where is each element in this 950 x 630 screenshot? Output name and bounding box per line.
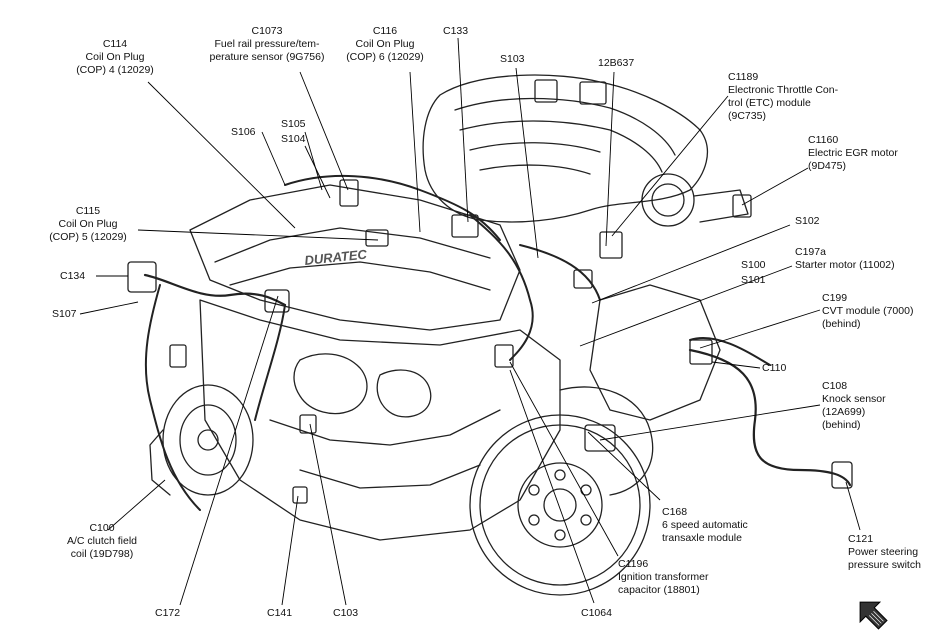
- label-c115: C115 Coil On Plug (COP) 5 (12029): [49, 205, 127, 243]
- leader-c1160: [741, 167, 809, 206]
- label-c121: C121 Power steering pressure switch: [848, 533, 921, 571]
- label-s103: S103: [500, 53, 525, 65]
- label-c1196: C1196 Ignition transformer capacitor (18…: [618, 558, 709, 596]
- label-c100: C100 A/C clutch field coil (19D798): [66, 522, 138, 560]
- leader-s106: [261, 131, 286, 186]
- label-c116: C116 Coil On Plug (COP) 6 (12029): [346, 25, 424, 63]
- leader-c1073: [299, 71, 349, 191]
- label-s100: S100: [741, 259, 766, 271]
- label-c134: C134: [60, 270, 86, 282]
- label-s101: S101: [741, 274, 766, 286]
- label-c1189: C1189 Electronic Throttle Con- trol (ETC…: [728, 71, 839, 122]
- leader-c103: [309, 423, 347, 606]
- leader-c172: [179, 295, 279, 606]
- label-c133: C133: [443, 25, 469, 37]
- leader-s105: [304, 131, 323, 191]
- leader-c1189: [611, 95, 729, 237]
- leader-c100: [107, 479, 166, 531]
- leader-c108: [599, 404, 821, 441]
- label-12b637: 12B637: [598, 57, 635, 69]
- label-c1073: C1073 Fuel rail pressure/tem- perature s…: [209, 25, 325, 63]
- leader-s104: [304, 145, 331, 199]
- label-c168: C168 6 speed automatic transaxle module: [662, 506, 748, 544]
- leader-c1064: [509, 369, 595, 604]
- label-c103: C103: [333, 607, 359, 619]
- label-c1064: C1064: [581, 607, 612, 619]
- label-c110: C110: [762, 362, 787, 374]
- label-c172: C172: [155, 607, 181, 619]
- leader-s107: [79, 301, 139, 315]
- svg-text:DURATEC: DURATEC: [304, 246, 368, 268]
- leader-s103: [515, 67, 539, 259]
- leader-c114: [147, 81, 296, 229]
- leader-c110: [711, 361, 761, 369]
- leader-c121: [845, 481, 861, 531]
- label-c199: C199 CVT module (7000) (behind): [822, 292, 914, 330]
- leader-c141: [281, 495, 299, 606]
- label-s107: S107: [52, 308, 77, 320]
- label-s104: S104: [281, 133, 306, 145]
- label-s106: S106: [231, 126, 256, 138]
- leader-c116: [409, 71, 421, 233]
- leader-s102: [591, 224, 791, 304]
- label-c197a: C197a Starter motor (11002): [795, 246, 895, 271]
- label-c141: C141: [267, 607, 293, 619]
- leader-c197a: [579, 265, 793, 347]
- label-c1160: C1160 Electric EGR motor (9D475): [808, 134, 898, 172]
- leader-c199: [699, 309, 821, 349]
- leader-c133: [457, 37, 469, 223]
- leader-c168: [587, 431, 661, 501]
- front-direction-arrow-icon: [859, 601, 888, 630]
- leader-c115: [137, 229, 379, 241]
- label-c114: C114 Coil On Plug (COP) 4 (12029): [76, 38, 154, 76]
- leader-12b637: [605, 71, 615, 247]
- leader-c1196: [509, 361, 619, 557]
- label-s102: S102: [795, 215, 820, 227]
- label-c108: C108 Knock sensor (12A699) (behind): [822, 380, 886, 431]
- label-s105: S105: [281, 118, 306, 130]
